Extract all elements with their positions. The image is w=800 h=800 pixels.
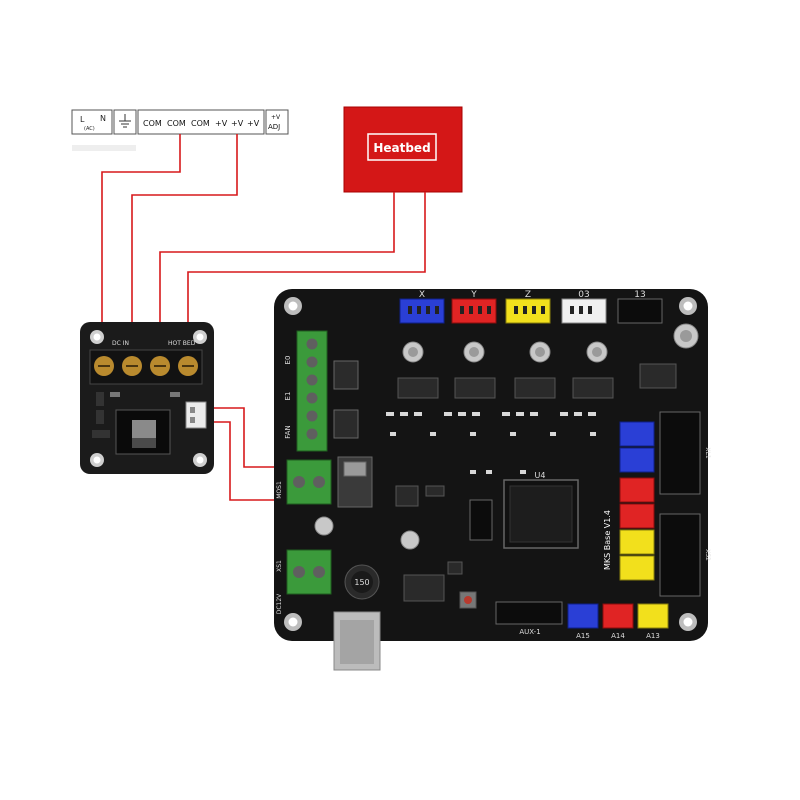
- output-label: E0: [284, 356, 292, 365]
- terminal-shadow: [72, 145, 136, 151]
- psu-adj-bottom: ADJ: [268, 123, 280, 131]
- output-label: E1: [284, 392, 292, 401]
- psu-term-v1: +V: [215, 119, 228, 128]
- analog-label: A15: [576, 632, 590, 640]
- board-title: MKS Base V1.4: [603, 510, 612, 570]
- chip-label: U4: [535, 471, 546, 480]
- board-pcb: [274, 289, 708, 641]
- board-mosfets: [333, 360, 373, 508]
- aux-label: AUX-1: [519, 628, 540, 636]
- ground-icon: [119, 114, 131, 128]
- inductor: 150: [344, 564, 380, 600]
- stepper-label: Z: [525, 290, 531, 300]
- output-terminal-block: E0 E1 FAN: [284, 330, 328, 452]
- stepper-driver-ics: [397, 363, 677, 399]
- wire-psu-vplus: [131, 134, 238, 330]
- stepper-label: 03: [578, 290, 589, 300]
- psu-adj-top: +V: [271, 114, 281, 121]
- adjust-terminal: [265, 109, 289, 135]
- mosfet-signal-connector: [185, 401, 207, 429]
- psu-term-com1: COM: [143, 119, 162, 128]
- psu-term-l: L: [80, 115, 85, 124]
- main-processor: U4: [503, 471, 579, 549]
- power-label: MOS1: [276, 481, 283, 499]
- heatbed-label: Heatbed: [373, 141, 430, 155]
- wire-signal-2: [212, 421, 285, 501]
- wire-heatbed-1: [159, 192, 395, 330]
- heatbed-block: Heatbed: [343, 106, 463, 193]
- mosfet-module: DC IN HOT BED: [80, 322, 214, 474]
- endstop-connectors: [619, 421, 655, 581]
- stepper-label: Y: [470, 290, 477, 300]
- connector-13: [617, 298, 663, 324]
- power-label: XS1: [276, 560, 283, 572]
- output-label: FAN: [284, 425, 292, 438]
- psu-term-com2: COM: [167, 119, 186, 128]
- psu-term-ac: (AC): [84, 126, 95, 132]
- xl1-header: [659, 411, 701, 495]
- power-label: DC12V: [276, 593, 283, 614]
- auxiliary-ics: [395, 485, 477, 609]
- heatbed-panel: [343, 106, 463, 193]
- capacitors: [314, 323, 699, 550]
- mosfet-dc-in-label: DC IN: [112, 340, 129, 347]
- power-terminal-blocks: MOS1 DC12V XS1: [276, 459, 332, 614]
- wire-heatbed-2: [187, 192, 426, 330]
- stepper-label: X: [419, 290, 425, 300]
- stepper-connectors: X Y Z 03 13: [399, 290, 663, 324]
- power-supply-terminals: L N (AC) COM COM COM +V +V +V +V ADJ: [71, 109, 289, 151]
- psu-term-v2: +V: [231, 119, 244, 128]
- psu-term-n: N: [100, 114, 106, 123]
- header-label: XL1: [704, 447, 711, 458]
- analog-label: A13: [646, 632, 660, 640]
- analog-connectors: A15 A14 A13: [567, 603, 669, 640]
- passive-components: [386, 412, 596, 474]
- ac-input-terminal: [71, 109, 113, 135]
- psu-term-v3: +V: [247, 119, 260, 128]
- dc-output-terminal: [137, 109, 265, 135]
- board-mount-holes: [284, 297, 697, 631]
- aux-header: [495, 601, 563, 625]
- wire-psu-com: [101, 134, 181, 330]
- heatbed-label-box: [367, 133, 437, 161]
- inductor-label: 150: [354, 578, 369, 587]
- stepper-label: 13: [634, 290, 645, 300]
- pin-headers: [469, 411, 701, 625]
- psu-term-com3: COM: [191, 119, 210, 128]
- controller-board: X Y Z 03 13: [274, 289, 711, 671]
- usb-port: [333, 611, 381, 671]
- mosfet-hot-bed-label: HOT BED: [168, 340, 196, 347]
- wire-signal-1: [212, 407, 285, 468]
- analog-label: A14: [611, 632, 625, 640]
- red-wires: [101, 134, 426, 501]
- ground-terminal: [113, 109, 137, 135]
- header-label: XS2: [704, 549, 711, 561]
- connector-03: [561, 298, 607, 324]
- screw-terminals: [94, 356, 198, 376]
- xs2-header: [659, 513, 701, 597]
